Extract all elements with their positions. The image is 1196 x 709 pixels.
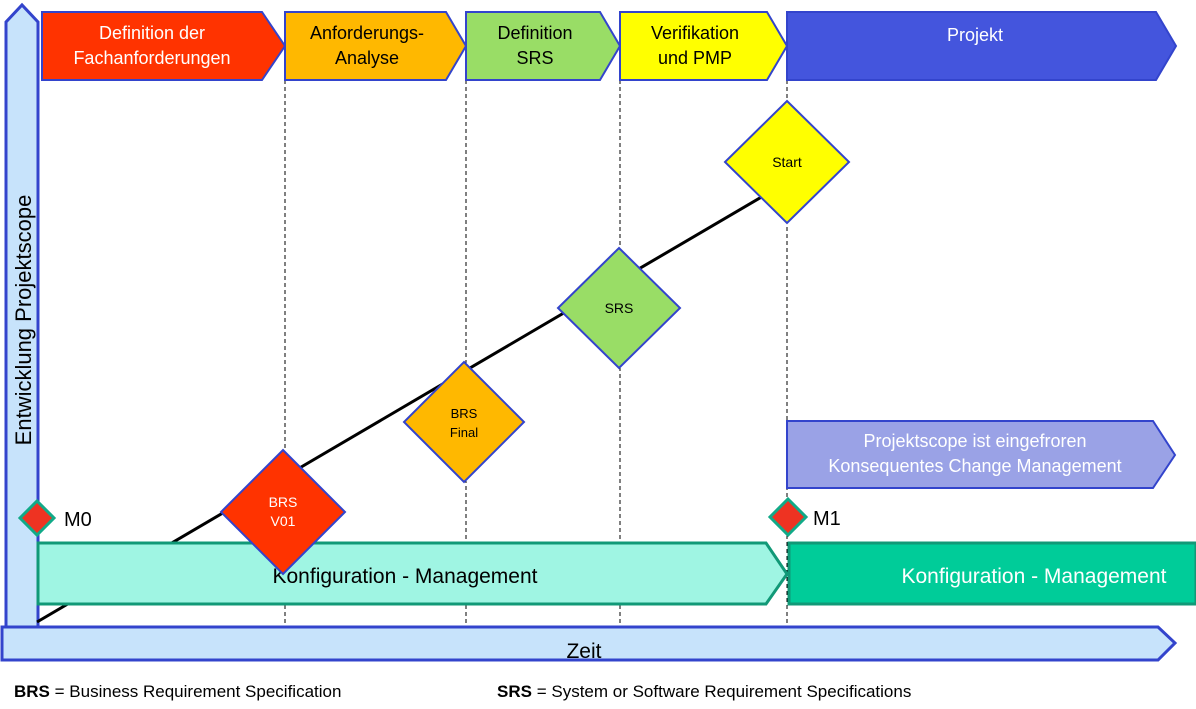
phase-3-line1: Definition <box>497 23 572 43</box>
legend-srs: SRS = System or Software Requirement Spe… <box>497 682 911 702</box>
milestone-brs-final <box>402 360 526 484</box>
phase-4-line2: und PMP <box>658 48 732 68</box>
milestone-4-label: Start <box>772 154 802 170</box>
y-axis: Entwicklung Projektscope <box>4 2 40 629</box>
phase-2-line2: Analyse <box>335 48 399 68</box>
x-axis-arrow <box>0 625 1178 662</box>
config-bar-left <box>36 541 789 606</box>
phase-3-line2: SRS <box>516 48 553 68</box>
milestone-1-sub: V01 <box>271 513 296 529</box>
marker-m0: M0 <box>17 498 92 538</box>
milestone-srs <box>556 246 682 370</box>
x-axis-label: Zeit <box>566 640 601 663</box>
phase-2-line1: Anforderungs- <box>310 23 424 43</box>
y-axis-label: Entwicklung Projektscope <box>11 195 36 446</box>
milestone-2-sub: Final <box>450 425 478 440</box>
legend-srs-text: = System or Software Requirement Specifi… <box>536 682 912 701</box>
legend-brs: BRS = Business Requirement Specification <box>14 682 341 702</box>
config-left-label: Konfiguration - Management <box>273 565 538 588</box>
milestone-labels: BRS V01 BRS Final SRS Start <box>269 154 802 529</box>
marker-m1-label: M1 <box>813 508 841 530</box>
legend-brs-abbr: BRS <box>14 682 50 701</box>
milestone-brs-v01 <box>219 448 347 576</box>
phase-bar: Definition der Fachanforderungen Anforde… <box>41 11 1178 81</box>
phase-4-line1: Verifikation <box>651 23 739 43</box>
phase-chevron-srs <box>465 11 622 81</box>
phase-chevron-verifikation <box>619 11 789 81</box>
phase-1-line2: Fachanforderungen <box>73 48 230 68</box>
phase-chevron-analyse <box>284 11 468 81</box>
milestones <box>219 99 851 576</box>
marker-m0-diamond <box>17 498 57 538</box>
phase-1-line1: Definition der <box>99 23 205 43</box>
marker-m1-diamond <box>767 496 809 538</box>
marker-m0-label: M0 <box>64 509 92 531</box>
phase-5-line1: Projekt <box>947 25 1003 45</box>
config-right-label: Konfiguration - Management <box>902 565 1167 588</box>
configuration-management: Konfiguration - Management Konfiguration… <box>36 541 1196 606</box>
x-axis: Zeit <box>0 625 1178 663</box>
phase-separators <box>284 52 788 627</box>
phase-chevron-projekt <box>786 11 1178 81</box>
milestone-3-label: SRS <box>605 300 634 316</box>
marker-m1: M1 <box>767 496 841 538</box>
milestone-2-label: BRS <box>451 406 478 421</box>
milestone-1-label: BRS <box>269 494 298 510</box>
milestone-start <box>723 99 851 225</box>
frozen-line2: Konsequentes Change Management <box>828 456 1121 476</box>
config-bar-right <box>787 541 1196 606</box>
frozen-scope: Projektscope ist eingefroren Konsequente… <box>786 420 1177 489</box>
legend-brs-text: = Business Requirement Specification <box>54 682 342 701</box>
frozen-scope-arrow <box>786 420 1177 489</box>
legend-srs-abbr: SRS <box>497 682 532 701</box>
phase-chevron-fachanforderungen <box>41 11 287 81</box>
frozen-line1: Projektscope ist eingefroren <box>863 431 1086 451</box>
